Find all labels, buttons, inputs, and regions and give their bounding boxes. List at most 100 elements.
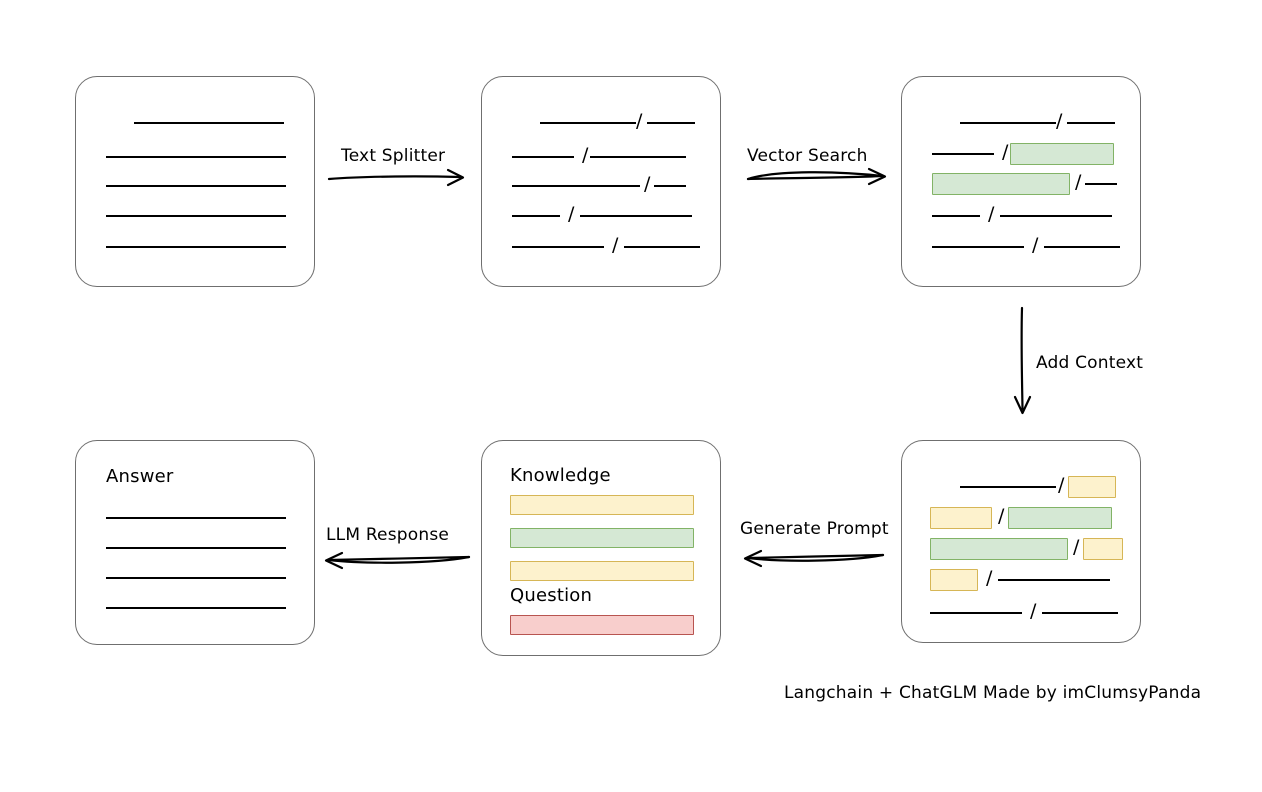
box-vector-matches[interactable]: / / / / / — [901, 76, 1141, 287]
chunk-line-row: / — [902, 170, 1140, 195]
chunk-line-row: / — [902, 504, 1140, 529]
doc-line-row — [76, 239, 314, 255]
text-rule — [512, 215, 560, 217]
doc-line-row — [76, 178, 314, 194]
arrow-label-add-context: Add Context — [1036, 353, 1144, 373]
separator-slash: / — [1030, 599, 1037, 622]
text-rule — [1044, 246, 1121, 248]
box-split-chunks[interactable]: / / / / / — [481, 76, 721, 287]
chunk-line-row: / — [902, 566, 1140, 591]
arrow-label-generate-prompt: Generate Prompt — [740, 519, 889, 539]
chunk-line-row: / — [482, 235, 720, 255]
answer-heading: Answer — [106, 466, 174, 487]
text-rule — [590, 156, 687, 158]
footer-credit: Langchain + ChatGLM Made by imClumsyPand… — [784, 683, 1202, 703]
context-chip-yellow[interactable] — [930, 507, 992, 529]
knowledge-heading: Knowledge — [510, 465, 611, 486]
text-rule — [1085, 183, 1118, 185]
chunk-line-row: / — [902, 599, 1140, 622]
chunk-line-row: / — [482, 143, 720, 166]
text-rule — [134, 122, 284, 124]
chunk-line-row: / — [482, 109, 720, 132]
doc-line-row — [76, 115, 314, 131]
text-rule — [106, 517, 286, 519]
separator-slash: / — [644, 172, 651, 195]
text-rule — [932, 153, 994, 155]
text-rule — [932, 246, 1024, 248]
text-rule — [106, 246, 286, 248]
chunk-line-row: / — [482, 202, 720, 225]
separator-slash: / — [1073, 535, 1080, 558]
answer-line-row — [76, 570, 314, 586]
answer-line-row — [76, 510, 314, 526]
text-rule — [960, 122, 1056, 124]
chunk-line-row: / — [482, 172, 720, 195]
chunk-line-row: / — [902, 233, 1140, 256]
separator-slash: / — [1075, 170, 1082, 193]
text-rule — [512, 185, 640, 187]
match-chip-green[interactable] — [1010, 143, 1115, 165]
text-rule — [930, 612, 1022, 614]
text-rule — [1067, 122, 1116, 124]
knowledge-bar-yellow[interactable] — [510, 561, 694, 581]
text-rule — [106, 547, 286, 549]
text-rule — [106, 156, 286, 158]
chunk-line-row: / — [902, 473, 1140, 498]
arrow-label-llm-response: LLM Response — [326, 525, 450, 545]
separator-slash: / — [1032, 233, 1039, 256]
question-bar-red[interactable] — [510, 615, 694, 635]
knowledge-bar-yellow[interactable] — [510, 495, 694, 515]
text-rule — [540, 122, 636, 124]
arrow-label-text-splitter: Text Splitter — [341, 146, 446, 166]
text-rule — [624, 246, 701, 248]
separator-slash: / — [986, 566, 993, 589]
text-rule — [512, 246, 604, 248]
context-chip-yellow[interactable] — [930, 569, 978, 591]
text-rule — [654, 185, 687, 187]
text-rule — [960, 486, 1056, 488]
question-heading: Question — [510, 585, 593, 606]
text-rule — [512, 156, 574, 158]
arrow-llm-response — [324, 551, 471, 570]
doc-line-row — [76, 208, 314, 224]
text-rule — [647, 122, 696, 124]
arrow-add-context — [1013, 306, 1032, 415]
separator-slash: / — [582, 143, 589, 166]
context-chip-yellow[interactable] — [1068, 476, 1117, 498]
answer-line-row — [76, 540, 314, 556]
arrow-generate-prompt — [743, 549, 885, 568]
text-rule — [932, 215, 980, 217]
text-rule — [106, 215, 286, 217]
knowledge-bar-green[interactable] — [510, 528, 694, 548]
separator-slash: / — [636, 109, 643, 132]
context-chip-yellow[interactable] — [1083, 538, 1124, 560]
box-answer[interactable]: Answer — [75, 440, 315, 645]
context-chip-green[interactable] — [1008, 507, 1113, 529]
separator-slash: / — [568, 202, 575, 225]
chunk-line-row: / — [902, 109, 1140, 132]
context-chip-green[interactable] — [930, 538, 1068, 560]
text-rule — [106, 185, 286, 187]
text-rule — [106, 607, 286, 609]
text-rule — [998, 579, 1111, 581]
arrow-text-splitter — [327, 168, 465, 187]
doc-line-row — [76, 149, 314, 165]
separator-slash: / — [988, 202, 995, 225]
match-chip-green[interactable] — [932, 173, 1070, 195]
chunk-line-row: / — [902, 140, 1140, 165]
separator-slash: / — [998, 504, 1005, 527]
answer-line-row — [76, 600, 314, 616]
box-prompt[interactable]: Knowledge Question — [481, 440, 721, 656]
text-rule — [106, 577, 286, 579]
box-context-added[interactable]: / / / / / — [901, 440, 1141, 643]
arrow-label-vector-search: Vector Search — [747, 146, 868, 166]
text-rule — [1000, 215, 1113, 217]
separator-slash: / — [1058, 473, 1065, 496]
text-rule — [580, 215, 693, 217]
box-source-document[interactable] — [75, 76, 315, 287]
chunk-line-row: / — [902, 535, 1140, 560]
separator-slash: / — [1002, 140, 1009, 163]
arrow-vector-search — [746, 167, 887, 186]
separator-slash: / — [1056, 109, 1063, 132]
